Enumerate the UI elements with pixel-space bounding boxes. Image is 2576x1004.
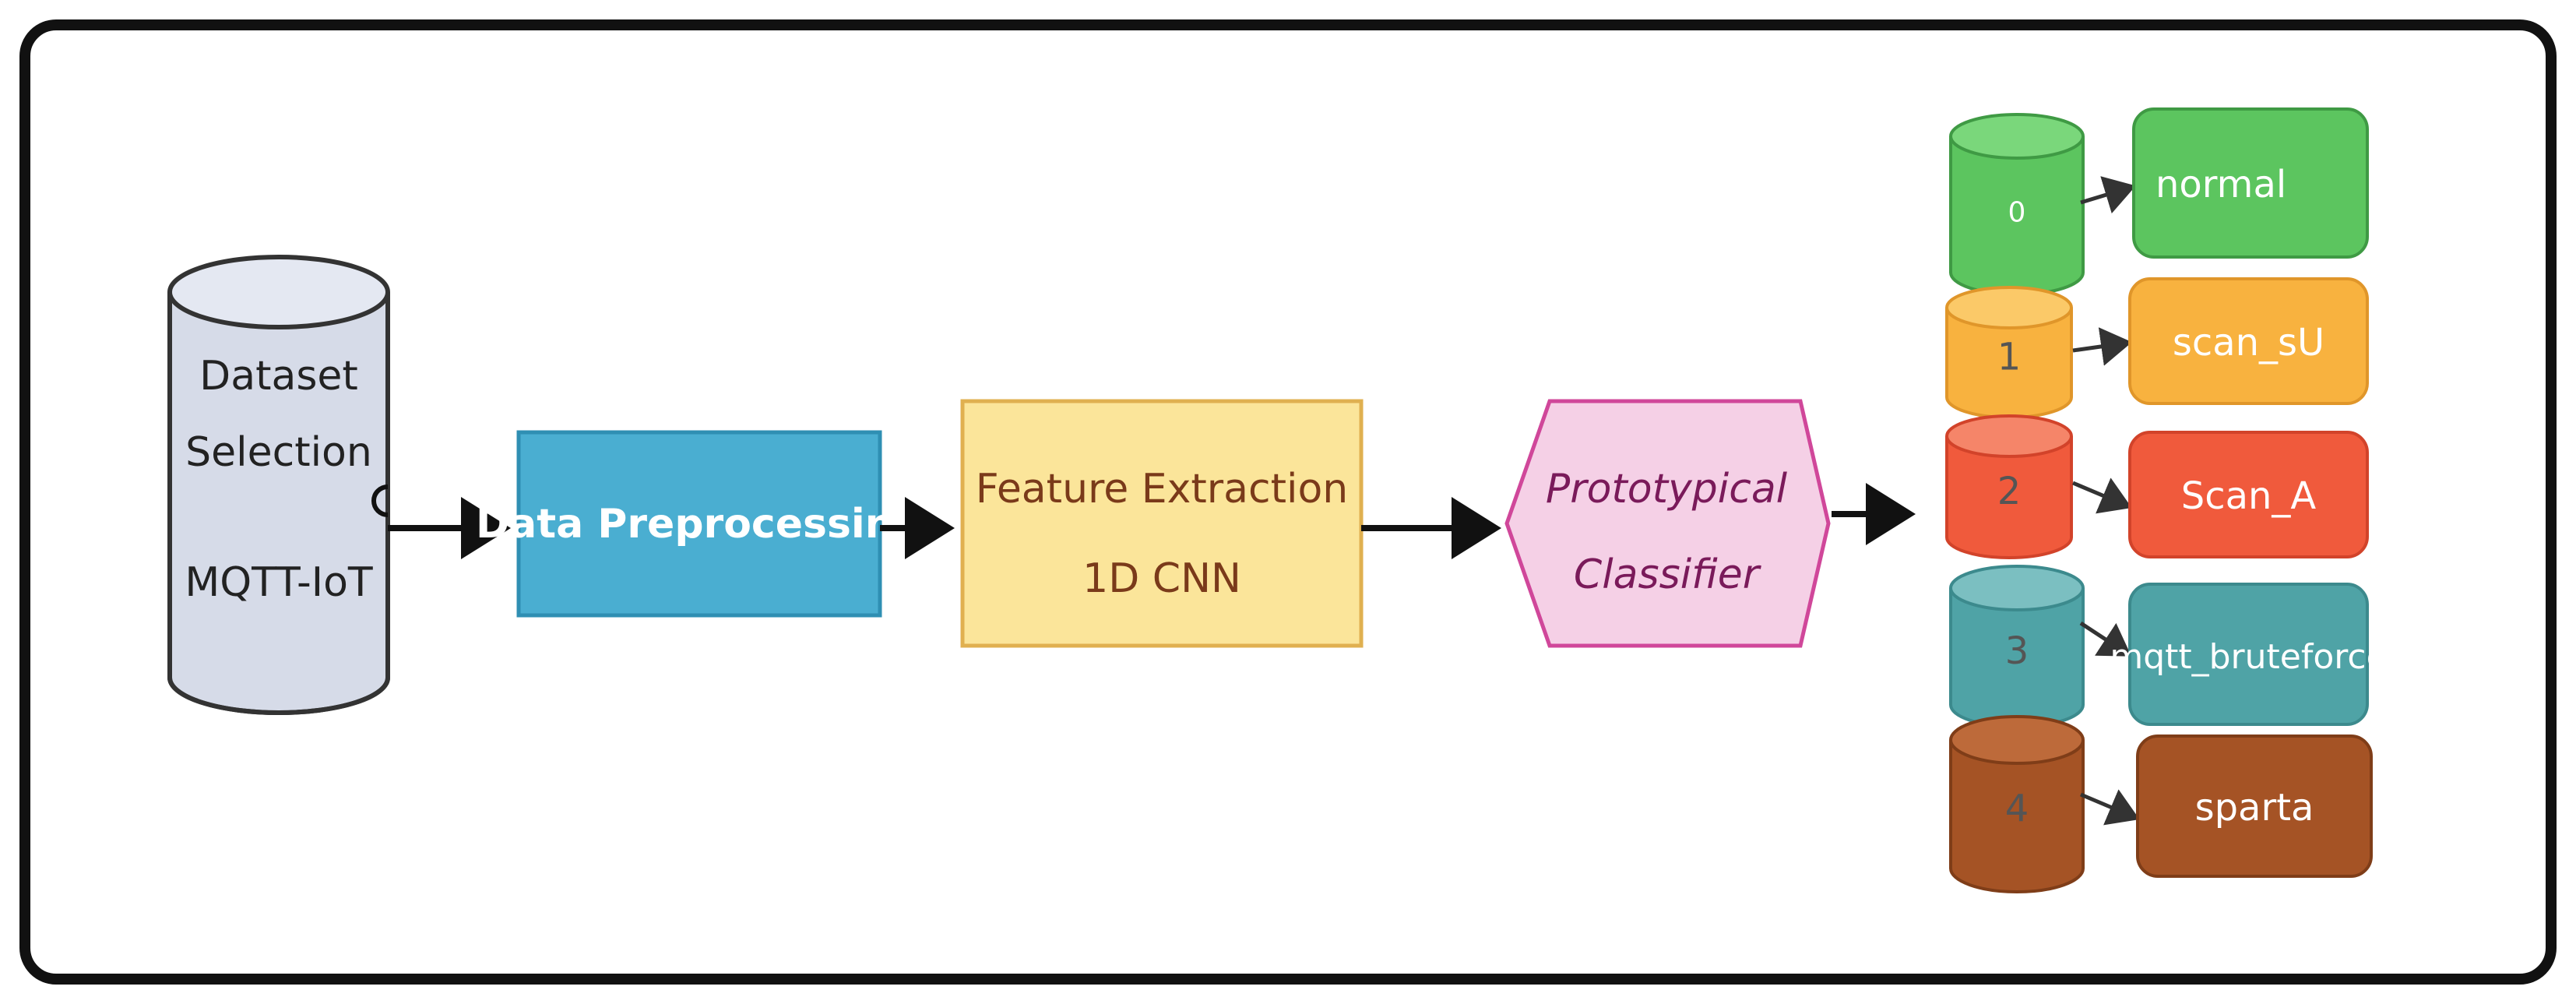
class-cylinder: 3 (1949, 565, 2085, 728)
class-item-3: 3 mqtt_bruteforce (1949, 565, 2388, 728)
class-label: scan_sU (2173, 321, 2324, 365)
dataset-label-line1: Dataset (199, 353, 358, 400)
class-cylinder: 4 (1949, 715, 2085, 893)
feature-extraction-box: Feature Extraction 1D CNN (960, 399, 1364, 648)
class-index: 4 (2005, 787, 2029, 831)
class-label: sparta (2195, 786, 2314, 830)
classifier-label-line2: Classifier (1574, 551, 1762, 598)
class-index: 2 (1997, 470, 2022, 513)
dataset-cylinder: Dataset Selection MQTT-IoT (167, 255, 390, 715)
class-item-1: 1 scan_sU (1945, 277, 2369, 419)
class-index: 3 (2005, 629, 2029, 673)
class-arrow (2079, 621, 2132, 657)
class-item-2: 2 Scan_A (1945, 414, 2369, 559)
class-arrow (2072, 477, 2132, 514)
class-cylinder: 0 (1949, 113, 2085, 296)
class-label-box: sparta (2136, 735, 2373, 878)
feature-label-line1: Feature Extraction (976, 466, 1349, 513)
preprocessing-label: Data Preprocessing (476, 501, 923, 548)
class-item-4: 4 sparta (1949, 715, 2373, 893)
class-index: 0 (2008, 197, 2026, 229)
class-index: 1 (1997, 336, 2022, 379)
class-label-box: normal (2132, 107, 2369, 259)
classifier-hexagon: Prototypical Classifier (1504, 399, 1831, 648)
class-arrow (2080, 789, 2140, 826)
class-cylinder: 1 (1945, 286, 2073, 419)
class-outputs: 0 normal 1 scan_sU 2 Scan_A 3 mqtt_bruteforce 4 s… (1945, 107, 2388, 893)
class-arrow (2072, 327, 2132, 366)
dataset-label-line3: MQTT-IoT (185, 559, 373, 606)
class-label-box: mqtt_bruteforce (2110, 583, 2388, 726)
class-cylinder: 2 (1945, 414, 2073, 559)
dataset-label-line2: Selection (185, 429, 372, 476)
class-label-box: scan_sU (2128, 277, 2369, 405)
class-label: mqtt_bruteforce (2110, 637, 2387, 677)
class-label-box: Scan_A (2128, 431, 2369, 558)
feature-label-line2: 1D CNN (1082, 555, 1241, 602)
class-label: Scan_A (2181, 474, 2317, 518)
classifier-label-line1: Prototypical (1546, 466, 1788, 513)
class-arrow (2080, 176, 2136, 214)
preprocessing-box: Data Preprocessing (476, 430, 923, 618)
class-label: normal (2155, 163, 2286, 206)
